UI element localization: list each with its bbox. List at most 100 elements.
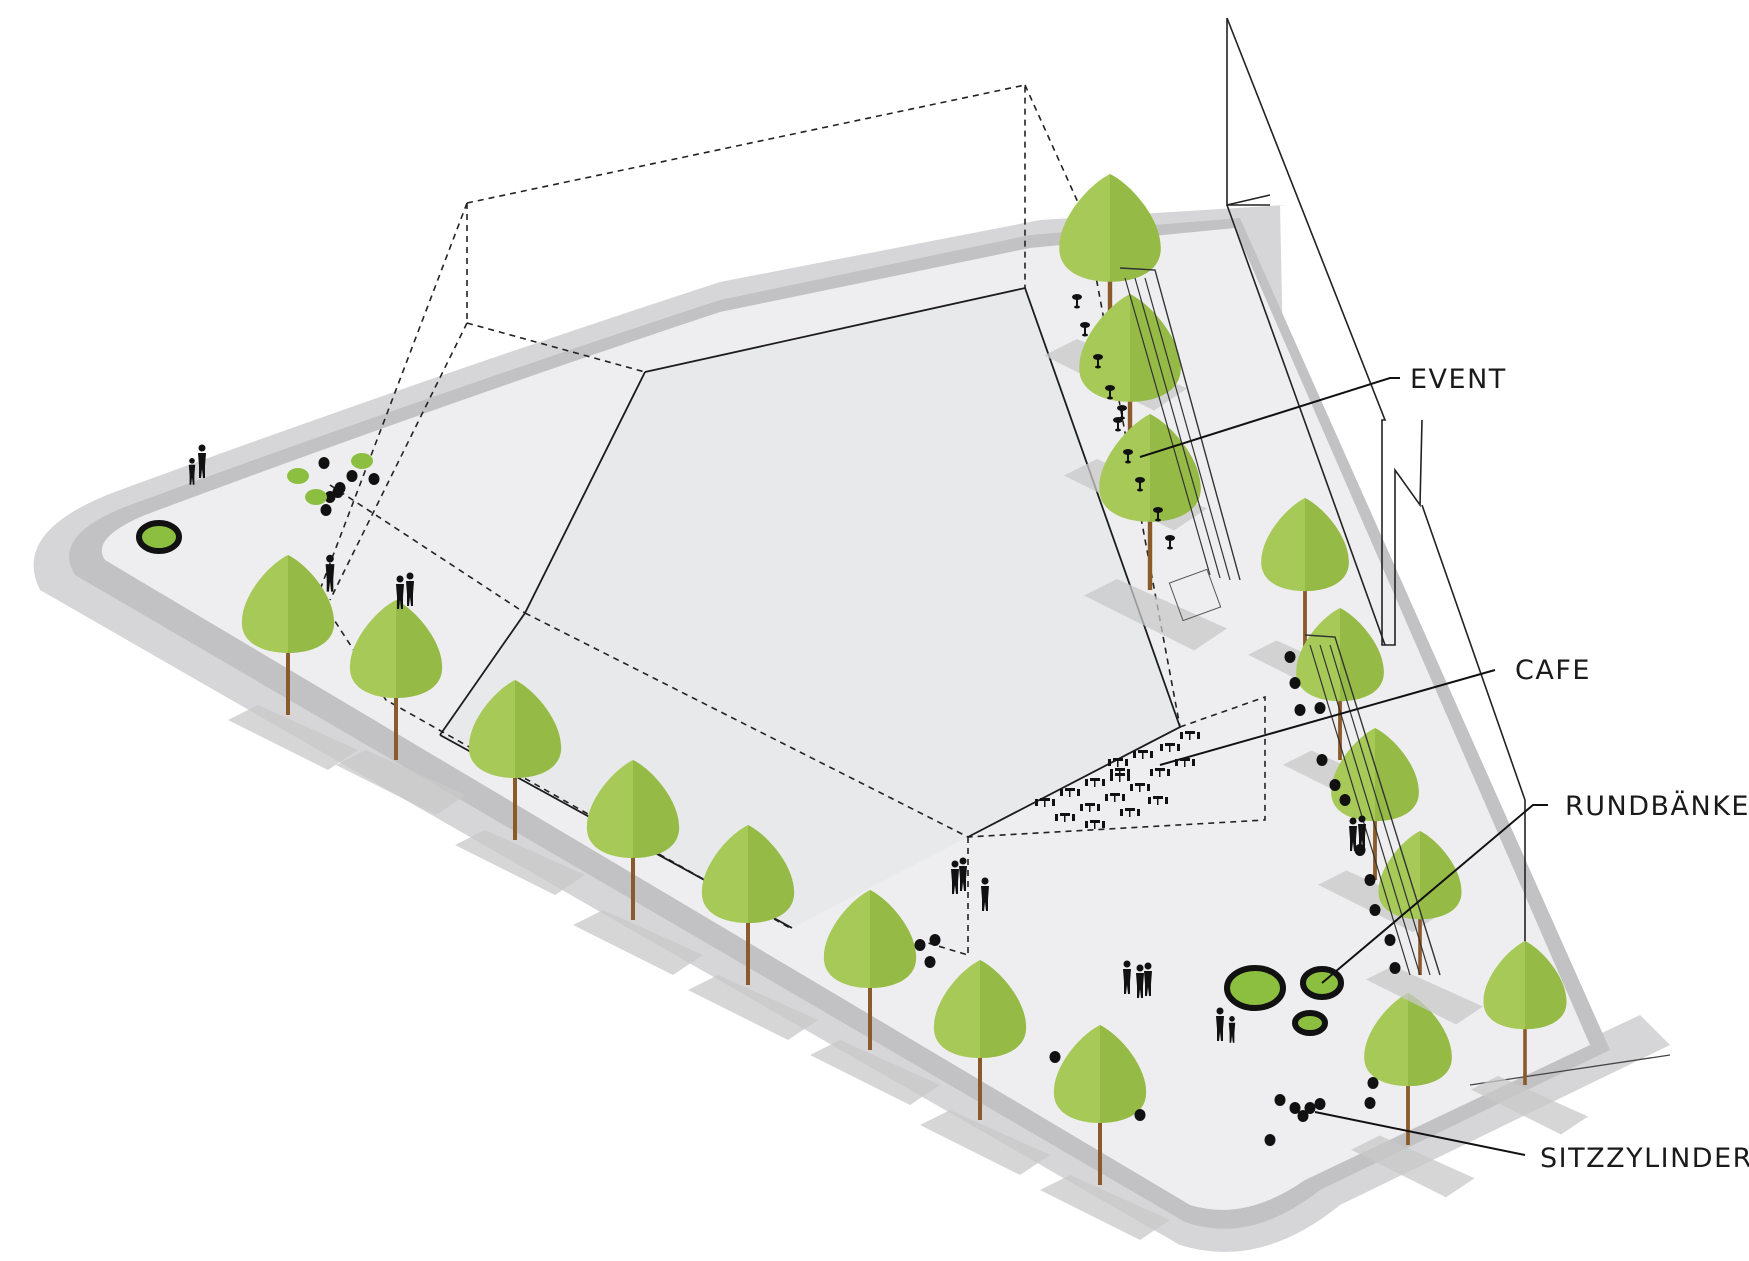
bistro-table-icon	[1080, 322, 1090, 337]
label-cafe: CAFE	[1515, 655, 1591, 686]
cafe-table-icon	[1148, 796, 1168, 805]
tree-icon	[336, 600, 466, 815]
trees	[228, 174, 1588, 1240]
bistro-table-icon	[1117, 405, 1127, 420]
person-icon	[1144, 962, 1152, 996]
seat-cylinder-icon	[1294, 704, 1306, 716]
person-icon	[1123, 960, 1131, 994]
seat-cylinder-icon	[1289, 1102, 1301, 1114]
seat-cylinder-icon	[929, 934, 941, 946]
person-icon	[396, 575, 404, 609]
seat-cylinder-icon	[1274, 1094, 1286, 1106]
round-bench-icon	[136, 520, 182, 554]
cafe-table-icon	[1105, 793, 1125, 802]
person-icon	[325, 554, 335, 592]
seat-cylinder-icon	[1314, 702, 1326, 714]
seat-cylinder-icon	[914, 939, 926, 951]
seat-cylinder-icon	[1329, 779, 1341, 791]
cafe-table-icon	[1085, 820, 1105, 829]
cafe-table-icon	[1130, 783, 1150, 792]
seat-cylinder-icon	[1264, 1134, 1276, 1146]
person-icon	[406, 572, 414, 606]
cafe-table-icon	[1035, 798, 1055, 807]
cafe-table-icon	[1120, 808, 1140, 817]
person-icon	[1216, 1007, 1224, 1041]
label-sitzzylinder: SITZZYLINDER	[1540, 1143, 1749, 1174]
seat-cylinder-icon	[1339, 794, 1351, 806]
seat-cylinder-icon	[346, 470, 358, 482]
seat-cylinder-icon	[1384, 934, 1396, 946]
person-icon	[1349, 817, 1357, 851]
round-bench-icon	[287, 453, 373, 505]
seat-cylinder-icon	[1316, 754, 1328, 766]
seat-cylinder-icon	[1389, 962, 1401, 974]
seat-cylinder-icon	[1354, 844, 1366, 856]
tree-icon	[810, 890, 940, 1105]
seat-cylinder-icon	[1289, 677, 1301, 689]
cafe-table-icon	[1055, 813, 1075, 822]
cafe-table-icon	[1175, 758, 1195, 767]
cafe-table-icon	[1180, 731, 1200, 740]
cafe-tables	[1035, 731, 1200, 829]
label-event: EVENT	[1410, 364, 1507, 395]
tree-icon	[1084, 414, 1227, 651]
cafe-table-icon	[1060, 788, 1080, 797]
bistro-table-icon	[1165, 535, 1175, 550]
seat-cylinder-icon	[1314, 1098, 1326, 1110]
bistro-table-icon	[1135, 477, 1145, 492]
person-icon	[198, 444, 206, 478]
seat-cylinder-icon	[1364, 874, 1376, 886]
tree-icon	[1351, 993, 1475, 1198]
person-icon	[951, 860, 959, 894]
tree-icon	[573, 760, 703, 975]
person-icon	[188, 458, 196, 485]
tree-icon	[1040, 1025, 1170, 1240]
seat-cylinder-icon	[324, 491, 336, 503]
person-icon	[1358, 815, 1366, 849]
tree-icon	[1318, 728, 1442, 933]
leader-lines	[1139, 377, 1548, 1156]
bistro-table-icon	[1093, 354, 1103, 369]
cafe-table-icon	[1085, 778, 1105, 787]
person-icon	[1136, 964, 1144, 998]
cafe-table-icon	[1150, 768, 1170, 777]
seat-cylinder-icon	[1049, 1051, 1061, 1063]
tree-icon	[688, 825, 818, 1040]
seat-cylinder-icon	[320, 504, 332, 516]
seat-cylinder-icon	[1304, 1102, 1316, 1114]
tree-icon	[1366, 831, 1483, 1025]
seat-cylinder-icon	[1284, 651, 1296, 663]
seat-cylinder-icon	[1297, 1110, 1309, 1122]
event-bistro-tables	[1072, 294, 1175, 550]
seat-cylinder-icon	[332, 486, 344, 498]
cafe-table-icon	[1133, 750, 1153, 759]
cafe-table-icon	[1108, 758, 1128, 767]
tree-icon	[455, 680, 585, 895]
event-stage-rails	[1119, 267, 1441, 976]
tree-icon	[1471, 941, 1588, 1135]
tree-icon	[920, 960, 1050, 1175]
cafe-table-icon	[1080, 803, 1100, 812]
seat-cylinder-icon	[1134, 1109, 1146, 1121]
bistro-table-icon	[1123, 449, 1133, 464]
label-rundbaenke: RUNDBÄNKE	[1565, 790, 1749, 822]
bistro-table-icon	[1072, 294, 1082, 309]
round-bench-icon	[1292, 1010, 1328, 1036]
seat-cylinder-icon	[1369, 904, 1381, 916]
seat-cylinder-icon	[318, 457, 330, 469]
person-icon	[981, 877, 989, 911]
seat-cylinders	[318, 457, 1401, 1146]
round-bench-icon	[1224, 965, 1286, 1011]
cafe-table-icon	[1160, 743, 1180, 752]
tree-icon	[228, 555, 358, 770]
seat-cylinder-icon	[924, 956, 936, 968]
seat-cylinder-icon	[1367, 1077, 1379, 1089]
person-icon	[959, 857, 967, 891]
seat-cylinder-icon	[1364, 1097, 1376, 1109]
cafe-table-icon	[1110, 773, 1130, 782]
person-icon	[1228, 1016, 1236, 1043]
bistro-table-icon	[1105, 385, 1115, 400]
people	[188, 444, 1366, 1043]
seat-cylinder-icon	[368, 473, 380, 485]
